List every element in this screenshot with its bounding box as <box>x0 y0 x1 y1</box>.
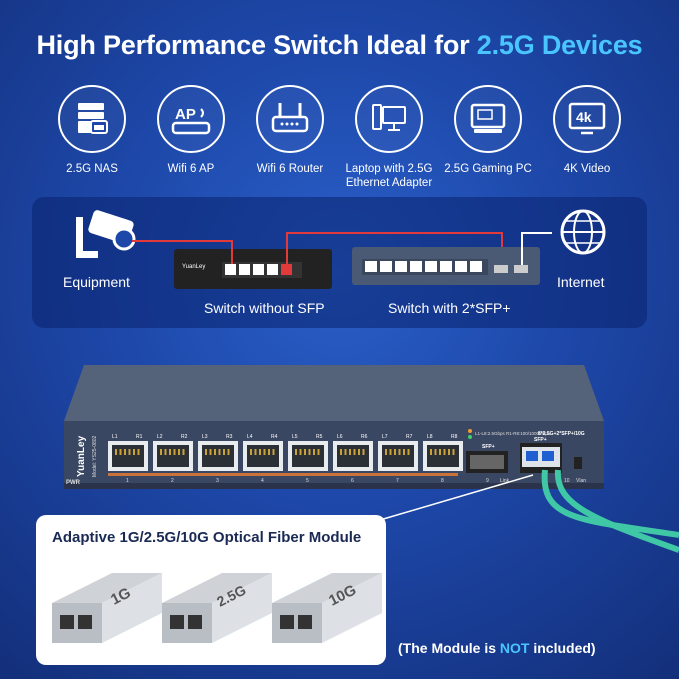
router-icon <box>256 85 324 153</box>
port-led-label: R4 <box>271 434 278 440</box>
rj45-port <box>423 441 463 471</box>
device-row: 2.5G NAS AP Wifi 6 AP Wifi 6 Router <box>40 85 640 195</box>
device-laptop: Laptop with 2.5G Ethernet Adapter <box>337 85 441 190</box>
device-label: Wifi 6 Router <box>256 163 324 175</box>
main-switch-graphic: L1 R1 L2 R2 L3 R3 L4 R4 L5 R5 L6 R6 L7 R7 L8 R8 1 2 3 4 5 6 7… <box>64 365 604 489</box>
switch-without-sfp-label: Switch without SFP <box>204 300 325 316</box>
port-number: 4 <box>261 478 264 484</box>
sfp-label-9: SFP+ <box>482 444 495 450</box>
vlan-switch <box>574 457 582 469</box>
port-led-label: R5 <box>316 434 323 440</box>
headline: High Performance Switch Ideal for 2.5G D… <box>0 30 679 61</box>
device-label: Laptop with 2.5G Ethernet Adapter <box>345 163 433 189</box>
rj45-port <box>108 441 148 471</box>
port-number: 6 <box>351 478 354 484</box>
4k-icon-text: 4k <box>576 109 592 125</box>
headline-prefix: High Performance Switch Ideal for <box>36 30 477 60</box>
equipment-label: Equipment <box>63 274 130 290</box>
note-prefix: (The Module is <box>398 640 500 656</box>
port-led-label: R8 <box>451 434 458 440</box>
port-number: 8 <box>441 478 444 484</box>
note-suffix: included) <box>529 640 596 656</box>
vlan-label: Vlan <box>576 478 586 484</box>
port-led-label: R6 <box>361 434 368 440</box>
switch-with-sfp-label: Switch with 2*SFP+ <box>388 300 511 316</box>
rj45-port <box>333 441 373 471</box>
rj45-port <box>198 441 238 471</box>
device-label: 2.5G Gaming PC <box>444 163 532 175</box>
internet-label: Internet <box>557 274 605 290</box>
camera-icon <box>76 210 136 258</box>
switch-model: Model: YS25-0802 <box>92 435 98 477</box>
access-point-icon: AP <box>157 85 225 153</box>
ap-icon-text: AP <box>175 106 196 123</box>
globe-icon <box>560 209 606 255</box>
headline-accent: 2.5G Devices <box>476 30 643 60</box>
switch-without-sfp-device: YuanLey <box>174 249 332 289</box>
port-led-label: L3 <box>202 434 208 440</box>
device-label: 2.5G NAS <box>66 163 118 175</box>
sfp-label-10: SFP+ <box>534 437 547 443</box>
rj45-port <box>288 441 328 471</box>
fiber-title: Adaptive 1G/2.5G/10G Optical Fiber Modul… <box>52 529 362 546</box>
module-not-included-note: (The Module is NOT included) <box>398 640 596 656</box>
gaming-pc-icon <box>454 85 522 153</box>
port-led-label: L8 <box>427 434 433 440</box>
port-number: 1 <box>126 478 129 484</box>
sfp-number-9: 9 <box>486 478 489 484</box>
switch-with-sfp-device <box>352 247 540 285</box>
note-emphasis: NOT <box>499 640 530 656</box>
small-switch-brand: YuanLey <box>182 264 205 270</box>
sfp-spec: 8*2.5G+2*SFP+/10G <box>538 431 585 437</box>
port-led-label: L6 <box>337 434 343 440</box>
sfp-number-10: 10 <box>564 478 570 484</box>
device-4k-video: 4k 4K Video <box>535 85 639 176</box>
port-led-label: L5 <box>292 434 298 440</box>
port-number: 7 <box>396 478 399 484</box>
video-4k-icon: 4k <box>553 85 621 153</box>
sfp-module-2-5g: 2.5G <box>162 573 272 643</box>
port-number: 3 <box>216 478 219 484</box>
device-label: 4K Video <box>563 163 611 175</box>
device-nas: 2.5G NAS <box>40 85 144 176</box>
device-wifi-router: Wifi 6 Router <box>238 85 342 176</box>
switch-brand: YuanLey <box>76 435 87 477</box>
fiber-modules-graphic: 1G 2.5G 10G <box>52 573 382 643</box>
nas-icon <box>58 85 126 153</box>
pwr-label: PWR <box>66 480 81 486</box>
connection-diagram: YuanLey <box>76 209 606 289</box>
port-led-label: R2 <box>181 434 188 440</box>
port-led-label: L1 <box>112 434 118 440</box>
desktop-pc-icon <box>355 85 423 153</box>
connection-panel: YuanLey Equipment S <box>32 197 647 328</box>
rj45-port <box>243 441 283 471</box>
port-top-labels: L1 R1 L2 R2 L3 R3 L4 R4 L5 R5 L6 R6 L7 R7 L8 R8 <box>112 434 458 440</box>
main-switch: L1 R1 L2 R2 L3 R3 L4 R4 L5 R5 L6 R6 L7 R7 L8 R8 1 2 3 4 5 6 7… <box>64 365 604 495</box>
sfp-module-1g: 1G <box>52 573 162 643</box>
sfp-module-10g: 10G <box>272 573 382 643</box>
device-label: Wifi 6 AP <box>167 163 215 175</box>
rj45-port <box>378 441 418 471</box>
port-number: 5 <box>306 478 309 484</box>
device-gaming-pc: 2.5G Gaming PC <box>436 85 540 176</box>
link-label: Link <box>500 478 510 484</box>
port-led-label: L7 <box>382 434 388 440</box>
fiber-module-panel: Adaptive 1G/2.5G/10G Optical Fiber Modul… <box>36 515 386 665</box>
port-led-label: R7 <box>406 434 413 440</box>
port-led-label: R3 <box>226 434 233 440</box>
led-legend: L1-L8:2.5Gbps R1-R8:100/1000Mbps <box>475 431 551 436</box>
port-led-label: L4 <box>247 434 253 440</box>
port-led-label: L2 <box>157 434 163 440</box>
device-wifi-ap: AP Wifi 6 AP <box>139 85 243 176</box>
port-number: 2 <box>171 478 174 484</box>
port-led-label: R1 <box>136 434 143 440</box>
rj45-port <box>153 441 193 471</box>
port-group <box>108 441 463 471</box>
